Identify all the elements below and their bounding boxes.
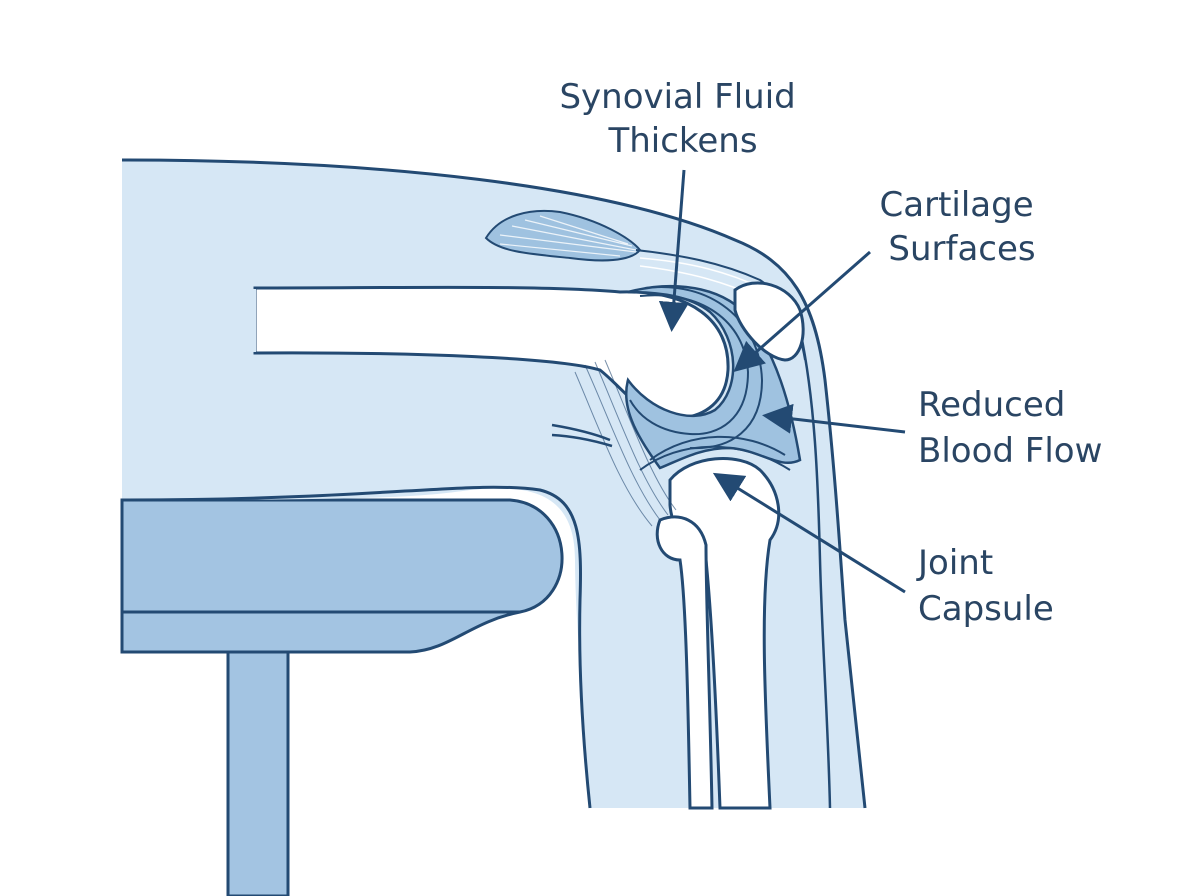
synovial-fluid-arrow <box>658 169 689 332</box>
cartilage-arrow <box>733 250 871 372</box>
blood-flow-label: Reduced Blood Flow <box>918 385 1102 471</box>
posterior-ligament-fibers <box>574 359 677 527</box>
joint-capsule-label-line1: Joint <box>916 543 993 583</box>
capsule-inner-line <box>629 294 750 436</box>
thigh-top-outline <box>121 158 867 809</box>
chair-leg <box>226 648 290 896</box>
fibula-bone <box>655 515 714 810</box>
blood-flow-label-line1: Reduced <box>918 385 1065 425</box>
popliteal-vessel-icon <box>551 423 613 448</box>
cartilage-label-line2: Surfaces <box>888 229 1035 269</box>
synovial-fluid-label-line1: Synovial Fluid <box>559 77 795 117</box>
leader-arrows <box>658 169 906 594</box>
cartilage-label-line1: Cartilage <box>880 185 1034 225</box>
tibia-plateau-lines <box>639 435 791 471</box>
lower-leg-bones <box>639 435 791 810</box>
annotation-labels: Synovial Fluid Thickens Cartilage Surfac… <box>559 77 1102 629</box>
joint-capsule-label-line2: Capsule <box>918 589 1054 629</box>
capsule-outer-line <box>644 286 764 450</box>
cartilage-label: Cartilage Surfaces <box>880 185 1045 269</box>
joint-capsule-arrow <box>712 472 906 594</box>
chair <box>120 498 564 896</box>
blood-flow-arrow <box>762 403 906 434</box>
thigh-underside-outline <box>121 485 592 809</box>
synovial-fluid-label: Synovial Fluid Thickens <box>559 77 806 161</box>
femur-bone <box>253 285 730 420</box>
joint-capsule-label: Joint Capsule <box>916 543 1054 629</box>
femur-cut-end-mask <box>240 289 256 352</box>
shin-inner-contour <box>798 329 832 809</box>
patella-bone <box>733 281 805 362</box>
blood-flow-label-line2: Blood Flow <box>918 431 1102 471</box>
synovial-fluid-label-line2: Thickens <box>607 121 757 161</box>
chair-seat <box>120 498 564 654</box>
muscle-fiber-lines <box>499 215 637 257</box>
